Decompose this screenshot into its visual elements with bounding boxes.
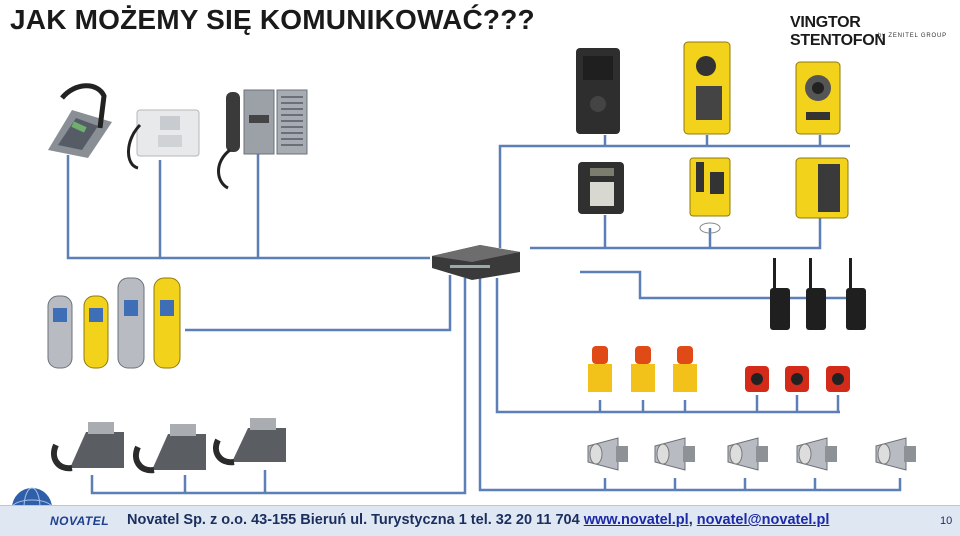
footer-separator: , <box>688 512 693 528</box>
novatel-logo: NOVATEL <box>50 514 110 528</box>
logo-brand: VINGTOR STENTOFON <box>790 14 886 49</box>
office-phone-icon <box>51 418 286 474</box>
siren-icon <box>745 366 850 392</box>
industrial-phone-yellow-speaker-icon <box>795 61 841 135</box>
connection-lines <box>66 135 902 495</box>
desk-phone-icon <box>48 83 112 158</box>
footer-contact: Novatel Sp. z o.o. 43-155 Bieruń ul. Tur… <box>127 512 829 528</box>
page-title: JAK MOŻEMY SIĘ KOMUNIKOWAĆ??? <box>10 4 535 35</box>
industrial-phone-black-icon <box>576 48 620 134</box>
horn-speaker-icon <box>587 437 916 471</box>
footer-company: Novatel Sp. z o.o. 43-155 Bieruń ul. Tur… <box>127 512 580 528</box>
intercom-panel-icon <box>243 89 308 155</box>
network-switch-icon <box>432 245 520 280</box>
footer-email-link[interactable]: novatel@novatel.pl <box>696 512 830 528</box>
vingtor-stentofon-logo: VINGTOR STENTOFON by ZENITEL GROUP <box>790 14 950 49</box>
industrial-phone-yellow-keypad-icon <box>683 41 731 135</box>
industrial-phone-keypad-icon <box>578 162 624 214</box>
payphone-yellow-icon <box>689 157 731 234</box>
beacon-icon <box>588 346 697 392</box>
footer-website-link[interactable]: www.novatel.pl <box>583 512 689 528</box>
handset-icon <box>217 92 240 190</box>
intercom-icon <box>127 109 200 170</box>
page-number: 10 <box>940 515 953 527</box>
walkie-talkie-icon <box>770 258 866 330</box>
weatherproof-phone-icon <box>795 157 849 219</box>
footer-bar <box>0 505 960 536</box>
logo-subtitle: by ZENITEL GROUP <box>878 33 947 39</box>
cordless-phone-icon <box>47 277 181 369</box>
